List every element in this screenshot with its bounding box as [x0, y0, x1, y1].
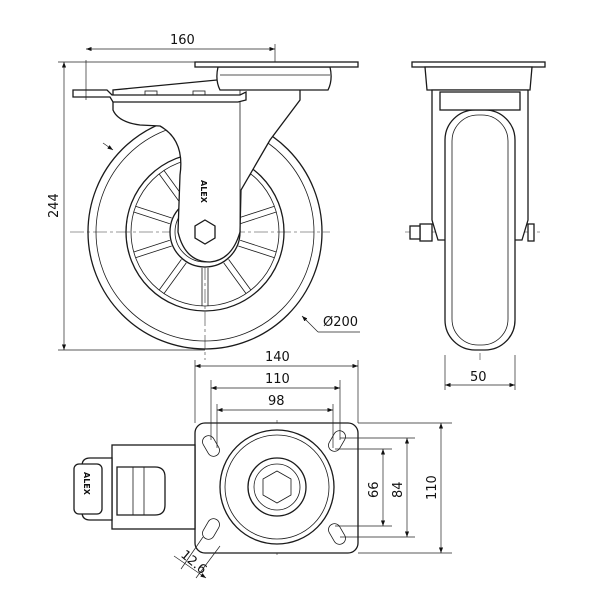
axle-nut	[409, 225, 421, 240]
kingpin-boss	[247, 457, 307, 517]
mount-slot	[202, 435, 220, 457]
wheel-spoke	[133, 211, 170, 225]
kingpin-nut	[262, 470, 292, 504]
brake-cutout	[116, 466, 166, 516]
brake-pedal-cap	[73, 463, 103, 515]
swivel-head	[424, 66, 533, 91]
brake-rivet	[144, 90, 158, 96]
side-view: ALEX 160 244 Ø200	[47, 33, 360, 360]
wheel-spoke	[240, 239, 277, 253]
leader-line	[102, 142, 114, 151]
dim-140: 140	[265, 350, 290, 365]
front-view: 50	[405, 61, 546, 390]
bottom-logo: ALEX	[82, 472, 91, 496]
brake-rivet	[192, 90, 206, 96]
extension-line	[195, 545, 221, 579]
axle-nut	[527, 223, 535, 242]
dim-84: 84	[391, 481, 406, 498]
fork	[112, 77, 301, 263]
wheel-spoke	[133, 239, 170, 253]
axle-bolt	[419, 223, 433, 242]
wheel-spoke	[228, 259, 252, 291]
dim-160: 160	[170, 33, 195, 48]
dim-110-short: 110	[425, 475, 440, 500]
top-plate	[411, 61, 546, 68]
wheel-inner	[451, 114, 509, 346]
mount-slot	[202, 518, 220, 540]
dim-110-long: 110	[265, 372, 290, 387]
dim-98: 98	[268, 394, 285, 409]
dim-diameter: Ø200	[323, 315, 358, 330]
wheel-spoke	[158, 259, 182, 291]
raceway-inner	[224, 434, 330, 540]
brake-lever	[72, 89, 247, 103]
axle-nut	[194, 219, 216, 245]
dimension-line-12-6	[173, 555, 207, 579]
wheel-spoke	[240, 211, 277, 225]
wheel	[444, 109, 516, 351]
top-plate	[194, 61, 359, 68]
wheel-spoke	[163, 262, 187, 294]
wheel-spoke	[158, 173, 182, 205]
wheel-spoke	[135, 245, 172, 259]
bottom-view: ALEX 140 110 98 66 84 110 12.6	[73, 350, 452, 579]
dim-66: 66	[367, 481, 382, 498]
brake-pad	[439, 91, 521, 111]
mount-slots	[202, 430, 346, 545]
mount-slot	[328, 523, 346, 545]
leader-line	[301, 315, 319, 333]
kingpin-boss-inner	[253, 463, 301, 511]
wheel-spoke	[238, 205, 275, 219]
dim-50: 50	[470, 370, 487, 385]
swivel-head	[216, 66, 332, 91]
wheel-spoke	[135, 205, 172, 219]
raceway-outer	[219, 429, 335, 545]
mount-slot	[328, 430, 346, 452]
side-logo: ALEX	[199, 180, 208, 204]
wheel-spoke	[223, 262, 247, 294]
wheel-spoke	[238, 245, 275, 259]
dim-244: 244	[47, 193, 62, 218]
